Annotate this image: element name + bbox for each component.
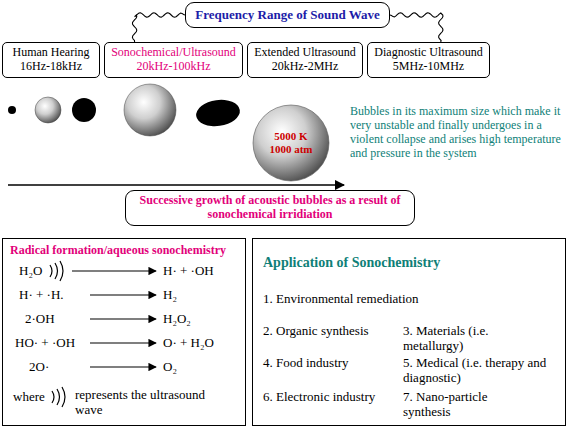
equation-text: represents the ultrasound wave — [75, 387, 225, 417]
range-box: Diagnostic Ultrasound5MHz-10MHz — [367, 42, 490, 78]
equation-text: H₂O — [19, 263, 42, 278]
ultrasound-wave-symbol — [52, 387, 65, 407]
equation-text: H· + ·OH — [163, 263, 214, 278]
list-item: 4. Food industry — [263, 355, 349, 370]
equation-text: H₂ — [163, 287, 177, 302]
panel-heading: Radical formation/aqueous sonochemistry — [10, 243, 226, 258]
equation-text: 2O· — [29, 359, 49, 374]
bubble — [194, 97, 241, 129]
node-text: Frequency Range of Sound Wave — [195, 8, 379, 23]
node-text: Human Hearing — [13, 46, 90, 60]
bubble — [72, 98, 96, 122]
wavy-connector — [132, 13, 185, 42]
list-item: 6. Electronic industry — [263, 389, 375, 404]
node-text: 5MHz-10MHz — [393, 60, 464, 74]
bubble — [124, 84, 176, 136]
equation-text: H· + ·H. — [19, 287, 64, 302]
list-item: 7. Nano-particle synthesis — [403, 389, 513, 419]
reaction-arrow — [72, 271, 156, 367]
note-text: Bubbles in its maximum size which make i… — [350, 104, 564, 160]
bubble-outline — [253, 105, 329, 181]
node-text: Sonochemical/Ultrasound — [111, 46, 236, 60]
node-text: 5000 K — [274, 130, 307, 143]
bubble — [8, 106, 16, 114]
range-box: Extended Ultrasound20kHz-2MHz — [247, 42, 363, 78]
equation-text: 2·OH — [25, 311, 55, 326]
equation-text: HO· + ·OH — [15, 335, 75, 350]
node-text: Diagnostic Ultrasound — [374, 46, 482, 60]
bubble — [35, 97, 61, 123]
wavy-connector — [390, 13, 443, 42]
range-box: Human Hearing16Hz-18kHz — [2, 42, 100, 78]
node-text: Extended Ultrasound — [254, 46, 356, 60]
caption-box: Successive growth of acoustic bubbles as… — [125, 190, 415, 226]
node-text: 20kHz-2MHz — [272, 60, 339, 74]
node-text: 1000 atm — [269, 143, 312, 156]
growth-arrow — [8, 184, 344, 186]
panel-heading: Application of Sonochemistry — [263, 255, 440, 270]
equation-text: O₂ — [163, 359, 177, 374]
equation-text: O· + H₂O — [163, 335, 214, 350]
list-item: 1. Environmental remediation — [263, 291, 419, 306]
node-text: 16Hz-18kHz — [20, 60, 82, 74]
ultrasound-wave-symbol — [50, 261, 63, 281]
list-item: 2. Organic synthesis — [263, 323, 369, 338]
reaction-panel: Radical formation/aqueous sonochemistryH… — [2, 238, 246, 426]
node-text: 20kHz-100kHz — [137, 60, 211, 74]
list-item: 5. Medical (i.e. therapy and diagnostic) — [403, 355, 553, 385]
bubble-circle: 5000 K1000 atm — [252, 104, 330, 182]
equation-text: H₂O₂ — [163, 311, 191, 326]
list-item: 3. Materials (i.e. metallurgy) — [403, 323, 533, 353]
node-text: Successive growth of acoustic bubbles as… — [131, 194, 409, 222]
equation-text: where — [13, 389, 45, 404]
application-panel: Application of Sonochemistry 1. Environme… — [252, 238, 566, 426]
range-box: Sonochemical/Ultrasound20kHz-100kHz — [104, 42, 243, 78]
title-box: Frequency Range of Sound Wave — [185, 2, 390, 28]
